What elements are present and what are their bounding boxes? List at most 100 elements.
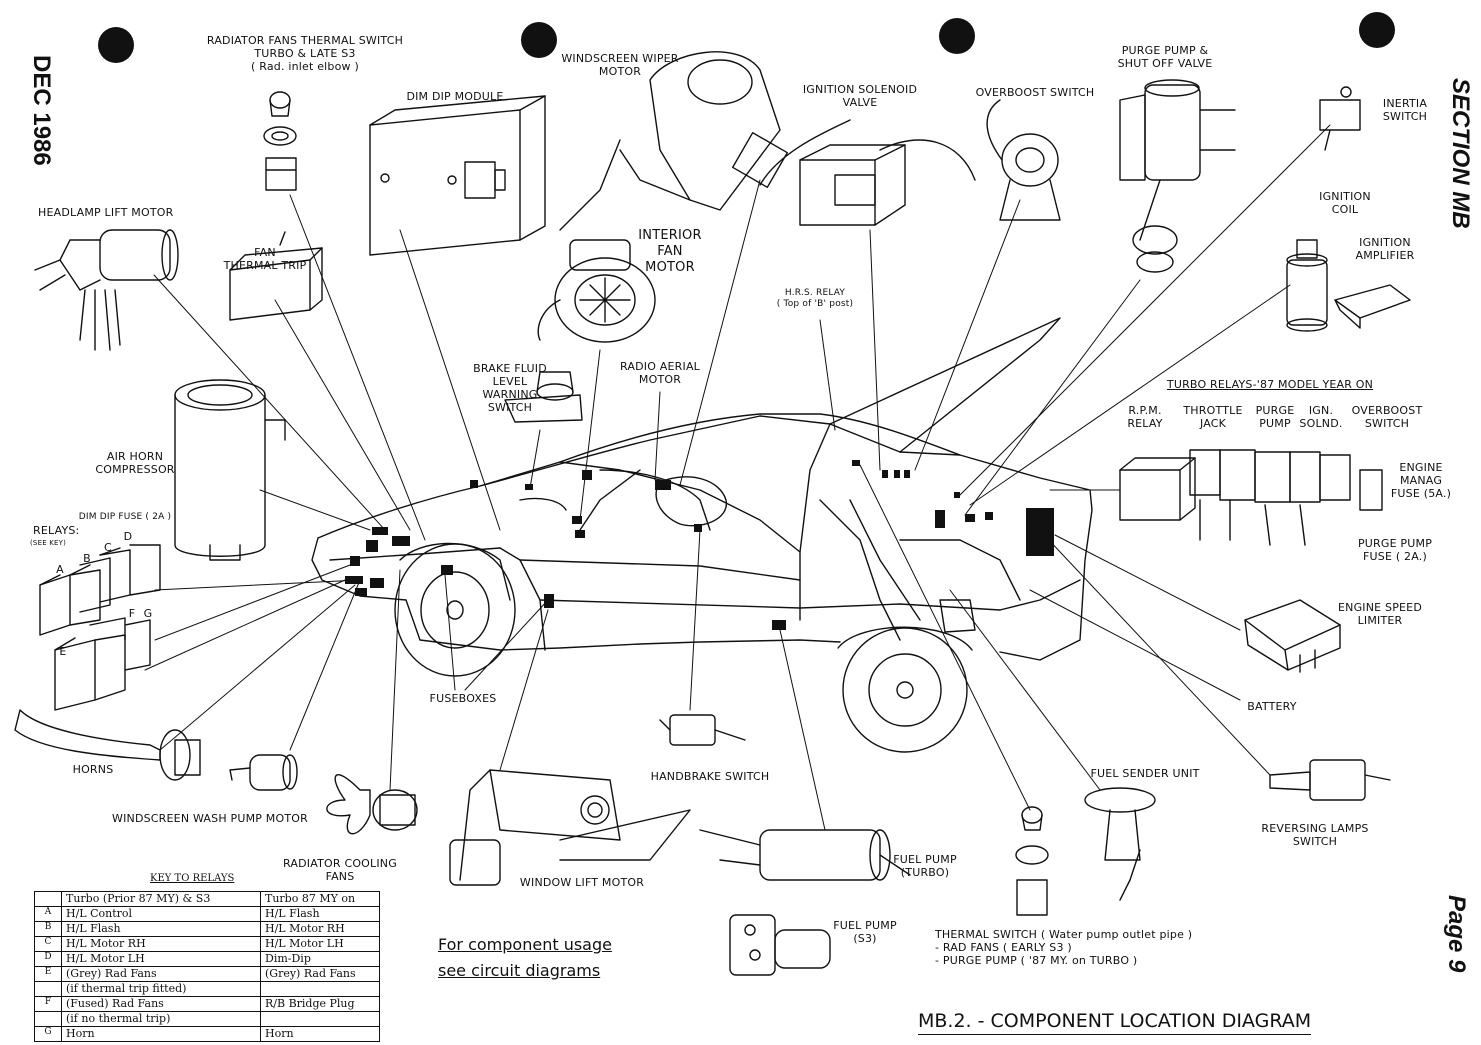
label-windscreen-wash-pump-motor: WINDSCREEN WASH PUMP MOTOR <box>112 812 308 825</box>
relay-letter-b: B <box>83 552 91 565</box>
key-letter: E <box>34 966 62 982</box>
radiator-cooling-fan-sketch <box>326 774 418 835</box>
key-col1: H/L Flash <box>61 921 261 937</box>
label-windscreen-wiper-motor: WINDSCREEN WIPER MOTOR <box>561 52 679 78</box>
dim-dip-module-sketch <box>369 95 546 256</box>
label-engine-manag-fuse: ENGINE MANAG FUSE (5A.) <box>1390 461 1452 500</box>
key-letter <box>34 981 62 997</box>
usage-note-line-2: see circuit diagrams <box>438 961 601 980</box>
label-battery: BATTERY <box>1247 700 1297 713</box>
car-component-markers <box>345 460 1054 630</box>
key-letter: B <box>34 921 62 937</box>
label-ignition-solenoid-valve: IGNITION SOLENOID VALVE <box>802 83 918 109</box>
label-purge-pump-shutoff-valve: PURGE PUMP & SHUT OFF VALVE <box>1117 44 1213 70</box>
diagram-title: MB.2. - COMPONENT LOCATION DIAGRAM <box>918 1010 1312 1035</box>
key-col2: H/L Motor LH <box>260 936 380 952</box>
turbo-relay-bank-sketch <box>1119 449 1383 546</box>
label-fuel-pump-turbo: FUEL PUMP (TURBO) <box>893 853 957 879</box>
key-col2: (Grey) Rad Fans <box>260 966 380 982</box>
usage-note: For component usage see circuit diagrams <box>438 932 612 984</box>
label-thermal-switch: THERMAL SWITCH ( Water pump outlet pipe … <box>935 928 1193 967</box>
relay-letter-f: F <box>128 607 136 620</box>
rear-wheel <box>837 626 973 753</box>
key-header-col2: Turbo 87 MY on <box>260 891 380 907</box>
relay-letter-c: C <box>104 541 112 554</box>
key-col2 <box>260 1011 380 1027</box>
ignition-amplifier-sketch <box>1334 284 1411 329</box>
key-col1: (if no thermal trip) <box>61 1011 261 1027</box>
key-letter: C <box>34 936 62 952</box>
key-letter: F <box>34 996 62 1012</box>
key-col2: H/L Flash <box>260 906 380 922</box>
relay-letter-g: G <box>143 607 153 620</box>
car-body-outline <box>311 317 1093 661</box>
handbrake-switch-sketch <box>659 714 746 746</box>
key-col1: (if thermal trip fitted) <box>61 981 261 997</box>
key-letter: D <box>34 951 62 967</box>
margin-date: DEC 1986 <box>28 55 55 166</box>
key-col2: R/B Bridge Plug <box>260 996 380 1012</box>
key-row: (if no thermal trip) <box>34 1011 380 1027</box>
key-col2: Dim-Dip <box>260 951 380 967</box>
label-inertia-switch: INERTIA SWITCH <box>1382 97 1428 123</box>
window-lift-motor-sketch <box>449 769 691 886</box>
key-col1: H/L Motor RH <box>61 936 261 952</box>
key-row: (if thermal trip fitted) <box>34 981 380 997</box>
label-purge-pump-fuse: PURGE PUMP FUSE ( 2A.) <box>1357 537 1433 563</box>
label-relays: RELAYS: <box>33 524 80 537</box>
margin-page-number: Page 9 <box>1443 895 1470 973</box>
key-to-relays-table: Turbo (Prior 87 MY) & S3 Turbo 87 MY on … <box>34 891 380 1042</box>
usage-note-line-1: For component usage <box>438 935 612 954</box>
key-col2: Horn <box>260 1026 380 1042</box>
label-dim-dip-module: DIM DIP MODULE <box>406 90 504 103</box>
relay-letter-d: D <box>123 530 133 543</box>
reversing-lamps-switch-sketch <box>1269 759 1391 801</box>
label-dim-dip-fuse: DIM DIP FUSE ( 2A ) <box>78 512 172 522</box>
wiper-motor-sketch <box>559 51 789 231</box>
engine-speed-limiter-sketch <box>1244 599 1341 673</box>
label-horns: HORNS <box>72 763 114 776</box>
label-turbo-relays-heading: TURBO RELAYS-'87 MODEL YEAR ON <box>1166 378 1374 391</box>
label-handbrake-switch: HANDBRAKE SWITCH <box>650 770 770 783</box>
key-letter: A <box>34 906 62 922</box>
label-air-horn-compressor: AIR HORN COMPRESSOR <box>95 450 175 476</box>
ignition-coil-sketch <box>1286 239 1328 332</box>
inertia-switch-sketch <box>1319 86 1361 151</box>
key-letter: G <box>34 1026 62 1042</box>
label-radio-aerial-motor: RADIO AERIAL MOTOR <box>619 360 700 386</box>
relay-block-sketch <box>39 544 161 711</box>
label-ignition-coil: IGNITION COIL <box>1319 190 1371 216</box>
overboost-switch-sketch <box>986 99 1061 221</box>
key-col1: (Grey) Rad Fans <box>61 966 261 982</box>
brake-fluid-switch-sketch <box>504 371 583 423</box>
label-engine-speed-limiter: ENGINE SPEED LIMITER <box>1337 601 1422 627</box>
label-headlamp-lift-motor: HEADLAMP LIFT MOTOR <box>38 206 174 219</box>
label-radiator-cooling-fans: RADIATOR COOLING FANS <box>283 857 397 883</box>
ignition-solenoid-valve-sketch <box>759 119 976 226</box>
fuel-pump-s3-sketch <box>729 914 831 976</box>
label-rpm-relay: R.P.M. RELAY <box>1127 404 1163 430</box>
key-col1: H/L Control <box>61 906 261 922</box>
leader-lines <box>144 124 1331 831</box>
label-fuel-sender-unit: FUEL SENDER UNIT <box>1090 767 1200 780</box>
label-throttle-jack: THROTTLE JACK <box>1183 404 1243 430</box>
fuel-pump-turbo-sketch <box>699 829 911 881</box>
label-fuel-pump-s3: FUEL PUMP (S3) <box>833 919 897 945</box>
radiator-fan-thermal-switch-sketch <box>263 91 297 191</box>
relay-letter-a: A <box>56 563 64 576</box>
label-radiator-fans-thermal-switch: RADIATOR FANS THERMAL SWITCH TURBO & LAT… <box>206 34 404 73</box>
front-wheel <box>394 542 516 677</box>
horn-sketch <box>14 709 201 781</box>
label-hrs-relay: H.R.S. RELAY ( Top of 'B' post) <box>776 288 854 309</box>
label-fan-thermal-trip: FAN THERMAL TRIP <box>223 246 307 272</box>
fan-thermal-trip-sketch <box>229 231 323 321</box>
key-col1: Horn <box>61 1026 261 1042</box>
key-header-row: Turbo (Prior 87 MY) & S3 Turbo 87 MY on <box>34 891 380 907</box>
